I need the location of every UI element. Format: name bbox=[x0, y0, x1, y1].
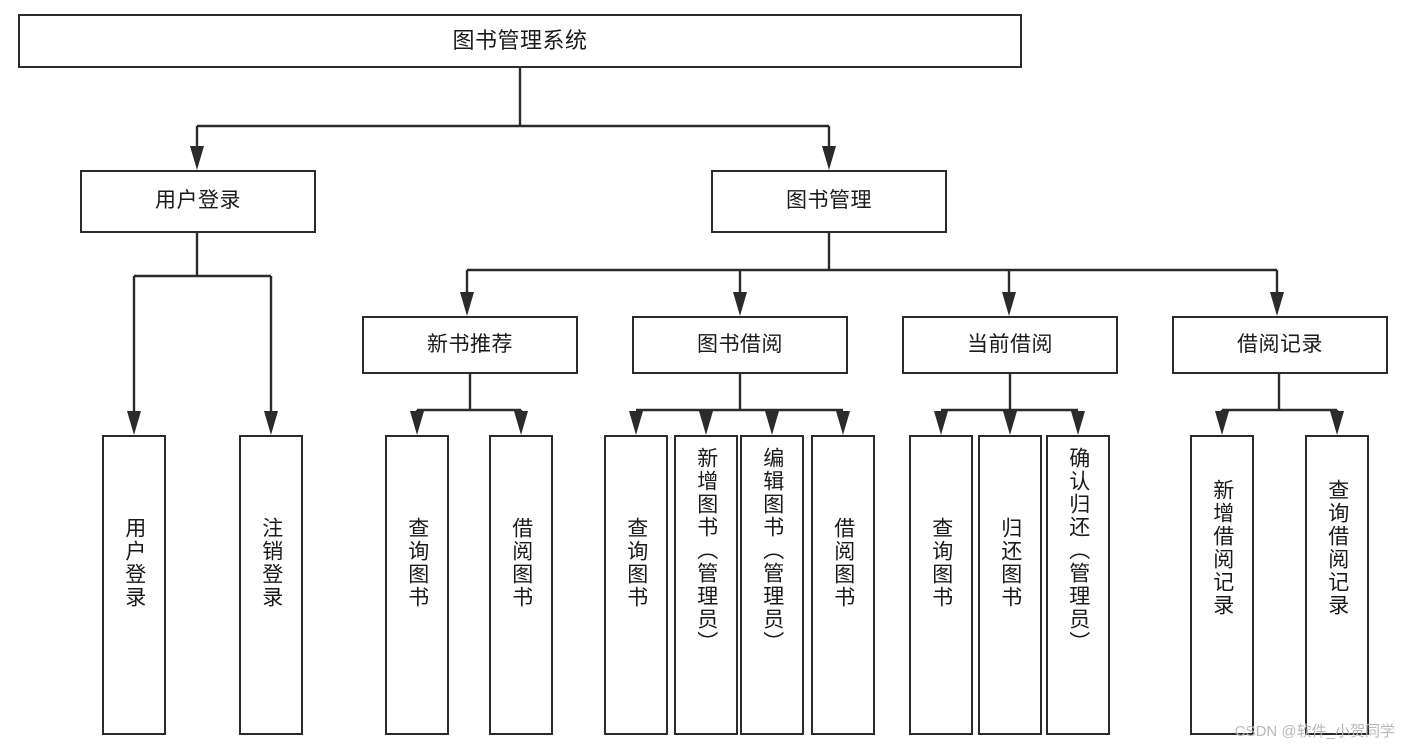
arrow-head-book-borrow bbox=[733, 292, 747, 316]
node-leaf-add-book-label: 新增图书（管理员） bbox=[694, 447, 718, 654]
arrow-head-leaf-confirm-return bbox=[1071, 411, 1085, 435]
node-book-management[interactable]: 图书管理 bbox=[711, 170, 947, 233]
node-leaf-user-login-label: 用户登录 bbox=[122, 517, 146, 609]
node-leaf-query-book-3-label: 查询图书 bbox=[929, 517, 953, 609]
node-leaf-borrow-book-1[interactable]: 借阅图书 bbox=[489, 435, 553, 735]
arrow-head-book-management bbox=[822, 146, 836, 170]
arrow-head-leaf-borrow-book-2 bbox=[836, 411, 850, 435]
arrow-head-current-borrow bbox=[1002, 292, 1016, 316]
arrow-head-leaf-return-book bbox=[1003, 411, 1017, 435]
node-leaf-query-book-3[interactable]: 查询图书 bbox=[909, 435, 973, 735]
arrow-head-leaf-add-record bbox=[1215, 411, 1229, 435]
arrow-head-leaf-user-login bbox=[127, 411, 141, 435]
node-leaf-query-book-2-label: 查询图书 bbox=[624, 517, 648, 609]
watermark-text: CSDN @软件_小贺同学 bbox=[1234, 723, 1395, 740]
node-leaf-query-book-1[interactable]: 查询图书 bbox=[385, 435, 449, 735]
arrow-head-leaf-query-book-3 bbox=[934, 411, 948, 435]
node-borrow-record-label: 借阅记录 bbox=[1237, 332, 1323, 356]
arrow-head-leaf-query-record bbox=[1330, 411, 1344, 435]
node-leaf-edit-book-label: 编辑图书（管理员） bbox=[760, 447, 784, 654]
node-user-login-label: 用户登录 bbox=[155, 189, 241, 213]
arrow-head-borrow-record bbox=[1270, 292, 1284, 316]
node-leaf-borrow-book-2-label: 借阅图书 bbox=[831, 517, 855, 609]
node-leaf-query-record[interactable]: 查询借阅记录 bbox=[1305, 435, 1369, 735]
node-leaf-query-record-label: 查询借阅记录 bbox=[1325, 479, 1349, 617]
node-leaf-confirm-return-label: 确认归还（管理员） bbox=[1066, 447, 1090, 654]
node-leaf-add-record[interactable]: 新增借阅记录 bbox=[1190, 435, 1254, 735]
node-new-book-recommend-label: 新书推荐 bbox=[427, 332, 513, 356]
node-new-book-recommend[interactable]: 新书推荐 bbox=[362, 316, 578, 374]
node-leaf-logout-login[interactable]: 注销登录 bbox=[239, 435, 303, 735]
node-leaf-edit-book[interactable]: 编辑图书（管理员） bbox=[740, 435, 804, 735]
node-current-borrow-label: 当前借阅 bbox=[967, 332, 1053, 356]
arrow-head-leaf-query-book-2 bbox=[629, 411, 643, 435]
arrow-head-leaf-add-book bbox=[699, 411, 713, 435]
node-borrow-record[interactable]: 借阅记录 bbox=[1172, 316, 1388, 374]
arrow-head-leaf-edit-book bbox=[765, 411, 779, 435]
node-leaf-return-book[interactable]: 归还图书 bbox=[978, 435, 1042, 735]
node-leaf-confirm-return[interactable]: 确认归还（管理员） bbox=[1046, 435, 1110, 735]
node-leaf-borrow-book-2[interactable]: 借阅图书 bbox=[811, 435, 875, 735]
node-book-borrow-label: 图书借阅 bbox=[697, 332, 783, 356]
node-leaf-user-login[interactable]: 用户登录 bbox=[102, 435, 166, 735]
node-root-label: 图书管理系统 bbox=[452, 28, 588, 54]
node-leaf-add-record-label: 新增借阅记录 bbox=[1210, 479, 1234, 617]
node-leaf-query-book-1-label: 查询图书 bbox=[405, 517, 429, 609]
node-leaf-add-book[interactable]: 新增图书（管理员） bbox=[674, 435, 738, 735]
node-leaf-return-book-label: 归还图书 bbox=[998, 517, 1022, 609]
node-leaf-logout-login-label: 注销登录 bbox=[259, 517, 283, 609]
arrow-head-leaf-logout-login bbox=[264, 411, 278, 435]
node-leaf-query-book-2[interactable]: 查询图书 bbox=[604, 435, 668, 735]
node-leaf-borrow-book-1-label: 借阅图书 bbox=[509, 517, 533, 609]
node-book-borrow[interactable]: 图书借阅 bbox=[632, 316, 848, 374]
arrow-head-leaf-query-book-1 bbox=[410, 411, 424, 435]
node-current-borrow[interactable]: 当前借阅 bbox=[902, 316, 1118, 374]
node-user-login[interactable]: 用户登录 bbox=[80, 170, 316, 233]
node-book-management-label: 图书管理 bbox=[786, 189, 872, 213]
node-root[interactable]: 图书管理系统 bbox=[18, 14, 1022, 68]
arrow-head-leaf-borrow-book-1 bbox=[514, 411, 528, 435]
arrow-head-new-book-recommend bbox=[460, 292, 474, 316]
arrow-head-user-login bbox=[190, 146, 204, 170]
